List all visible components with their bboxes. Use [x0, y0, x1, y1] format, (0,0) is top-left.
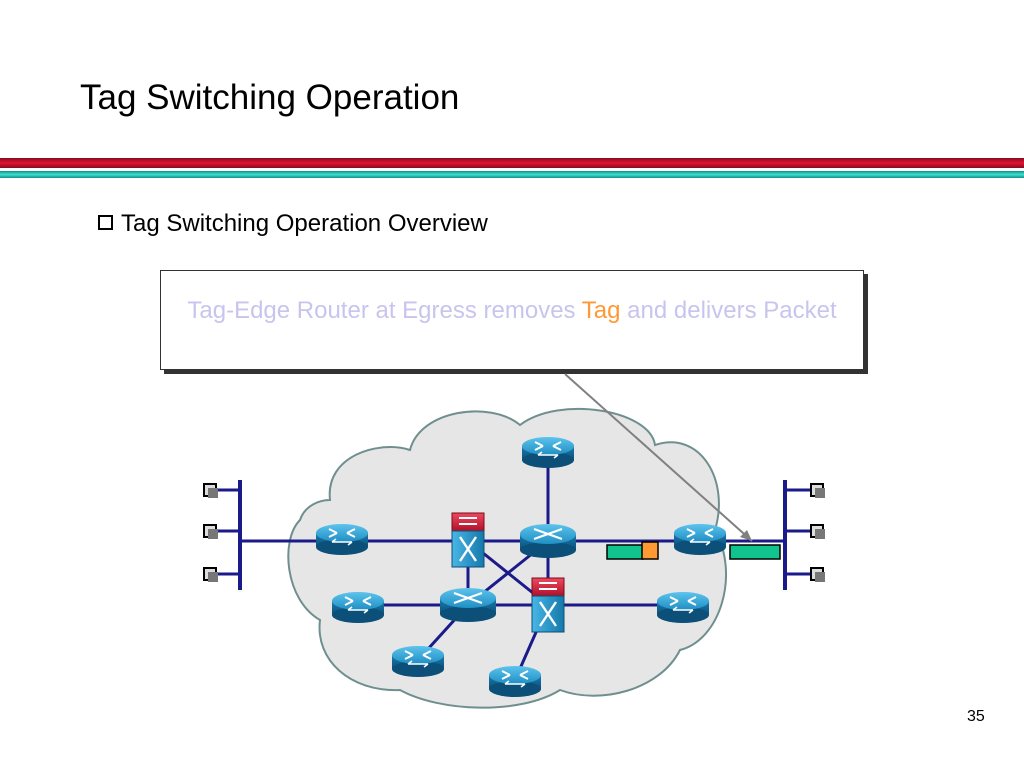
atm-switch-icon [520, 524, 576, 558]
atm-switch-icon [440, 588, 496, 622]
bullet-item: Tag Switching Operation Overview [98, 210, 488, 238]
tag-switch-icon [531, 577, 565, 633]
host-icon [810, 524, 826, 540]
router-icon [315, 523, 369, 556]
callout-text-end: and delivers Packet [620, 297, 837, 324]
callout-tag-highlight: Tag [581, 297, 621, 324]
tag-switch-icon [451, 512, 485, 568]
arrow-head-icon [740, 530, 752, 541]
host-icon [810, 483, 826, 499]
host-icon [810, 567, 826, 583]
host-icon [203, 483, 219, 499]
page-number: 35 [967, 708, 985, 725]
callout-text-start: Tag-Edge Router at Egress removes [187, 297, 582, 324]
bullet-text: Tag Switching Operation Overview [121, 210, 488, 237]
title-divider-red [0, 158, 1024, 168]
network-cloud [287, 407, 728, 709]
callout-box: Tag-Edge Router at Egress removes Tag an… [160, 270, 864, 370]
bullet-square-icon [98, 215, 113, 230]
tagged-packet [606, 541, 659, 560]
router-icon [331, 591, 385, 624]
delivered-packet [729, 544, 781, 560]
host-icon [203, 524, 219, 540]
title-divider-teal [0, 171, 1024, 178]
router-icon [521, 436, 575, 469]
callout-pointer-arrow [564, 373, 753, 542]
host-icon [203, 567, 219, 583]
router-icon [656, 591, 710, 624]
router-icon [488, 665, 542, 698]
router-icon [673, 523, 727, 556]
slide-title: Tag Switching Operation [80, 78, 460, 117]
router-icon [391, 645, 445, 678]
